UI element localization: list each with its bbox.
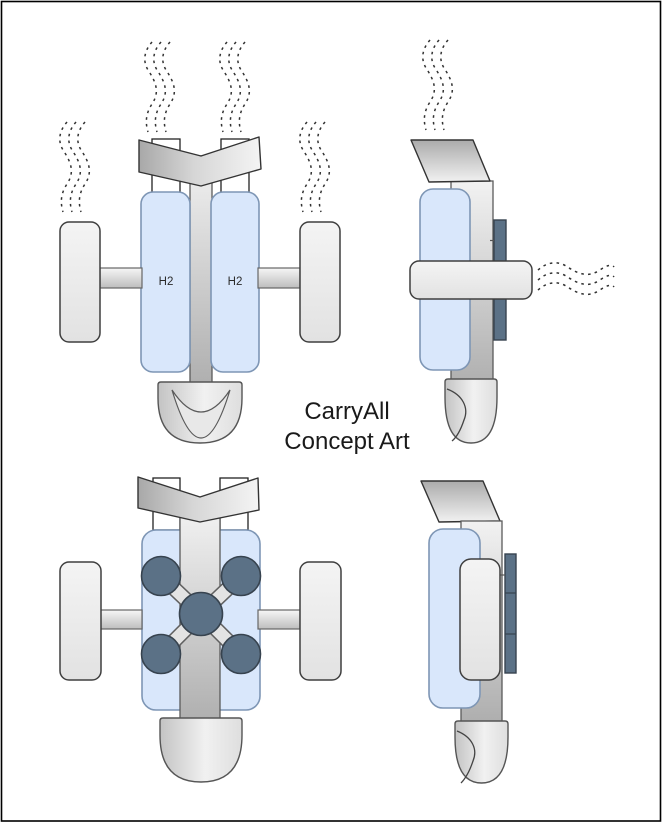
front-view-bottom xyxy=(59,476,342,783)
center-mast xyxy=(189,155,213,389)
exhaust-steam-icon xyxy=(59,121,91,213)
title-line-2: Concept Art xyxy=(284,428,410,455)
axle-left xyxy=(99,609,143,630)
steam-line xyxy=(537,272,615,286)
wheel-pontoon-left xyxy=(59,561,102,681)
wheel-pontoon-side xyxy=(409,260,533,300)
cockpit-dome xyxy=(454,720,509,784)
exhaust-steam-icon xyxy=(219,41,251,133)
exhaust-steam-icon xyxy=(537,262,615,296)
steam-line xyxy=(537,282,615,296)
wheel-pontoon-right xyxy=(299,561,342,681)
page-title: CarryAll Concept Art xyxy=(284,398,410,455)
wheel-pontoon-right xyxy=(299,221,341,343)
h2-tank-right-label: H2 xyxy=(228,276,243,288)
axle-left xyxy=(99,267,143,289)
wheel-pontoon-left xyxy=(59,221,101,343)
v-wing-side-icon xyxy=(420,480,501,523)
rotor-icon xyxy=(220,633,262,675)
rotor-icon xyxy=(140,555,182,597)
wheel-pontoon-side xyxy=(459,558,501,681)
exhaust-steam-icon xyxy=(144,41,176,133)
axle-right xyxy=(257,267,301,289)
cockpit-window xyxy=(456,730,476,784)
steam-line xyxy=(537,262,615,276)
exhaust-steam-icon xyxy=(422,39,454,131)
v-wing-side-icon xyxy=(410,139,491,183)
front-view-top: H2 H2 xyxy=(59,41,341,444)
rotor-icon xyxy=(220,555,262,597)
cockpit-window xyxy=(446,388,467,442)
cockpit-dome xyxy=(444,378,498,444)
rotor-icon xyxy=(140,633,182,675)
side-view-bottom xyxy=(420,480,517,784)
rotor-hub-icon xyxy=(178,591,224,637)
axle-right xyxy=(257,609,301,630)
title-line-1: CarryAll xyxy=(304,398,389,425)
side-view-top xyxy=(409,39,615,444)
exhaust-steam-icon xyxy=(299,121,331,213)
cockpit-window xyxy=(171,389,231,439)
cockpit-dome xyxy=(159,717,243,783)
h2-tank-left-label: H2 xyxy=(159,276,174,288)
v-wing-icon xyxy=(137,476,260,523)
radiator-slat xyxy=(504,553,517,674)
v-wing-icon xyxy=(138,136,262,187)
